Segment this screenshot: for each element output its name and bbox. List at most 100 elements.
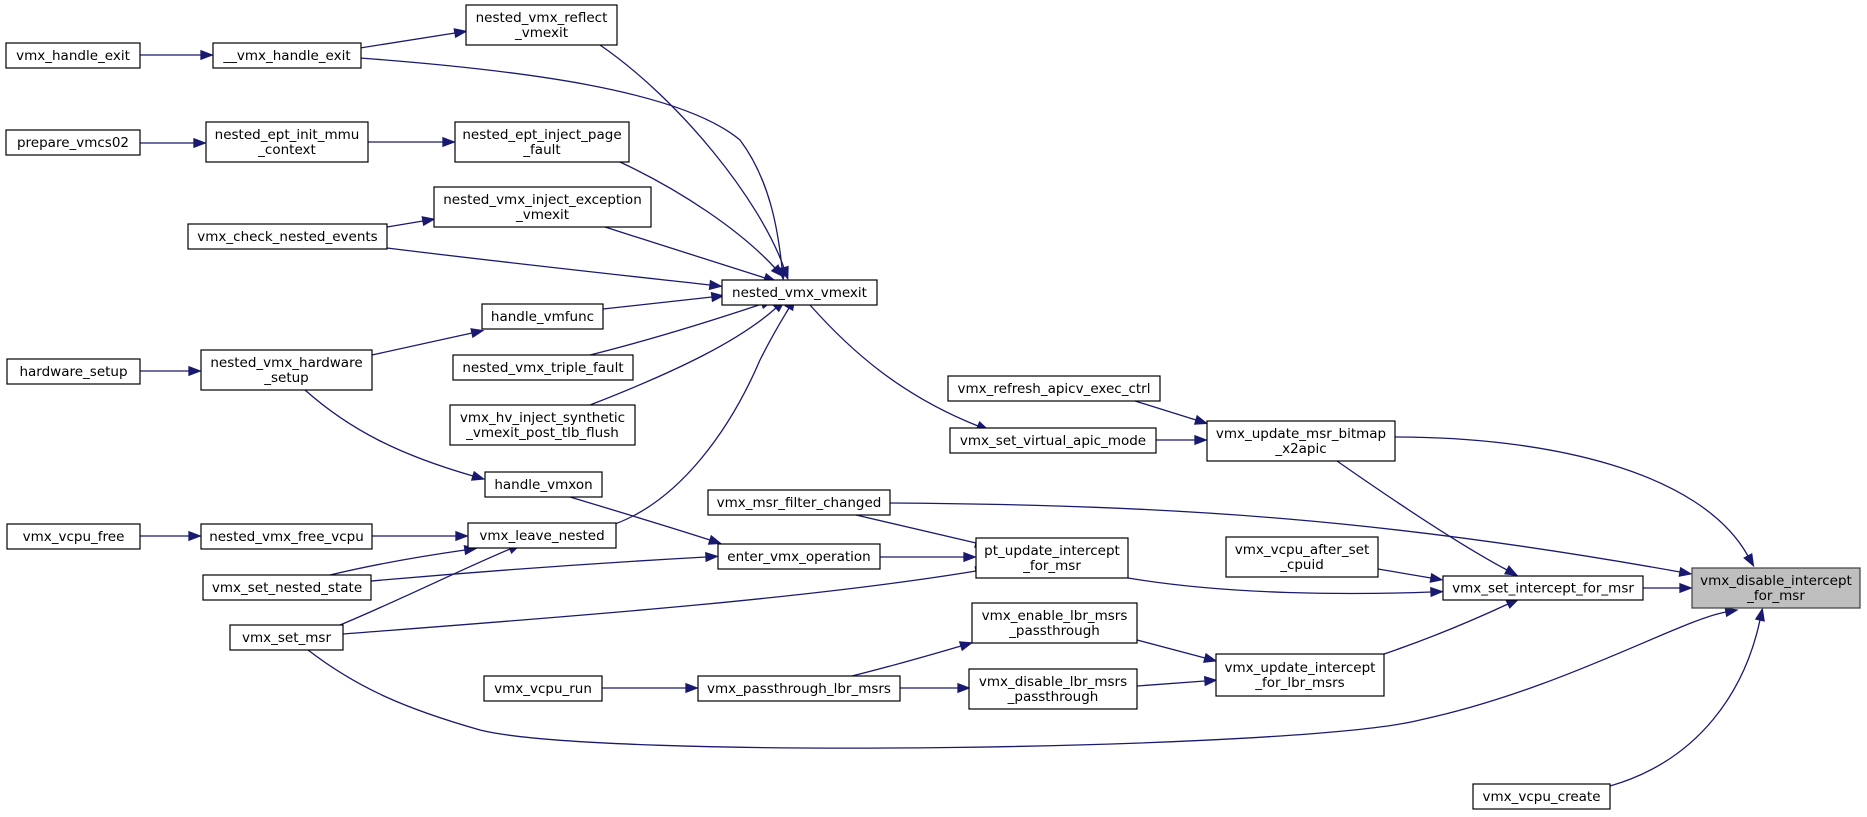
arrowhead [1754,607,1765,622]
edge-line [386,220,424,228]
node-vmx_hv_inject_synthetic_vmexit_post_tlb_flush[interactable]: vmx_hv_inject_synthetic_vmexit_post_tlb_… [449,404,636,446]
node-__vmx_handle_exit[interactable]: __vmx_handle_exit [212,42,362,69]
node-label: _fault [522,142,560,158]
node-handle_vmfunc[interactable]: handle_vmfunc [481,303,604,330]
edge-line [851,645,962,677]
node-vmx_set_msr[interactable]: vmx_set_msr [229,624,344,651]
node-vmx_update_msr_bitmap_x2apic[interactable]: vmx_update_msr_bitmap_x2apic [1206,420,1396,462]
node-box [1215,653,1385,697]
node-label: nested_vmx_reflect [476,10,608,26]
edge-nested_ept_inject_page_fault-to-nested_vmx_vmexit [619,161,784,278]
edge-vmx_hv_inject_synthetic_vmexit_post_tlb_flush-to-nested_vmx_vmexit [589,299,786,406]
node-box [1691,567,1861,609]
arrowhead [188,365,202,377]
node-box [483,675,603,702]
node-label: vmx_vcpu_after_set [1235,542,1370,558]
node-vmx_check_nested_events[interactable]: vmx_check_nested_events [187,223,388,250]
edge-line [1377,568,1432,579]
edge-vmx_update_msr_bitmap_x2apic-to-vmx_disable_intercept_for_msr [1394,436,1755,568]
edge-line [329,549,466,576]
arrowhead [1203,675,1218,687]
arrowhead [1194,434,1208,446]
edge-line [304,389,474,477]
node-vmx_update_intercept_for_lbr_msrs[interactable]: vmx_update_intercept_for_lbr_msrs [1215,653,1385,697]
node-box [467,522,617,549]
node-label: vmx_vcpu_free [23,529,125,545]
node-vmx_handle_exit[interactable]: vmx_handle_exit [5,42,141,69]
edge-enter_vmx_operation-to-pt_update_intercept_for_msr [880,551,977,563]
node-label: vmx_vcpu_create [1482,789,1600,805]
node-box [968,668,1138,710]
edge-vmx_vcpu_after_set_cpuid-to-vmx_set_intercept_for_msr [1377,568,1444,583]
arrowhead [193,137,207,149]
node-nested_ept_inject_page_fault[interactable]: nested_ept_inject_page_fault [454,121,630,163]
node-box [5,129,141,156]
edge-line [371,332,473,356]
node-vmx_vcpu_run[interactable]: vmx_vcpu_run [483,675,603,702]
node-label: _cpuid [1279,557,1324,573]
node-handle_vmxon[interactable]: handle_vmxon [484,471,603,498]
arrowhead [188,530,202,542]
edge-line [602,296,713,310]
edge-vmx_set_intercept_for_msr-to-vmx_disable_intercept_for_msr [1643,582,1693,594]
node-vmx_set_nested_state[interactable]: vmx_set_nested_state [202,574,372,601]
node-vmx_vcpu_after_set_cpuid[interactable]: vmx_vcpu_after_set_cpuid [1225,536,1379,578]
edge-line [1136,680,1206,687]
edge-line [1127,577,1432,595]
node-nested_vmx_reflect_vmexit[interactable]: nested_vmx_reflect_vmexit [465,4,618,46]
node-label: nested_ept_inject_page [462,127,621,143]
node-box [454,121,630,163]
arrowhead [1743,552,1755,568]
node-vmx_refresh_apicv_exec_ctrl[interactable]: vmx_refresh_apicv_exec_ctrl [947,375,1161,402]
node-vmx_disable_lbr_msrs_passthrough[interactable]: vmx_disable_lbr_msrs_passthrough [968,668,1138,710]
arrowhead [963,551,977,563]
node-box [5,42,141,69]
edge-vmx_set_nested_state-to-enter_vmx_operation [359,551,719,583]
node-pt_update_intercept_for_msr[interactable]: pt_update_intercept_for_msr [975,537,1129,579]
arrowhead [442,136,456,148]
node-nested_vmx_hardware_setup[interactable]: nested_vmx_hardware_setup [200,349,373,391]
node-vmx_set_intercept_for_msr[interactable]: vmx_set_intercept_for_msr [1442,575,1644,601]
node-box [721,279,878,306]
node-label: enter_vmx_operation [727,549,870,565]
edge-line [1383,603,1509,655]
edge-line [599,44,785,269]
edge-vmx_set_msr-to-vmx_disable_intercept_for_msr [307,607,1739,749]
node-box [449,404,636,446]
arrowhead [470,470,486,481]
node-nested_vmx_vmexit[interactable]: nested_vmx_vmexit [721,279,878,306]
node-nested_ept_init_mmu_context[interactable]: nested_ept_init_mmu_context [205,121,369,163]
arrowhead [685,682,699,694]
arrowhead [421,216,436,227]
node-vmx_vcpu_free[interactable]: vmx_vcpu_free [6,523,141,550]
node-box [707,489,891,516]
node-box [465,4,618,46]
node-label: vmx_passthrough_lbr_msrs [707,681,891,697]
node-box [200,523,373,550]
edge-line [604,226,766,279]
node-label: _for_msr [1022,558,1081,574]
node-prepare_vmcs02[interactable]: prepare_vmcs02 [5,129,141,156]
node-nested_vmx_free_vcpu[interactable]: nested_vmx_free_vcpu [200,523,373,550]
edge-vmx_msr_filter_changed-to-pt_update_intercept_for_msr [855,514,989,548]
node-enter_vmx_operation[interactable]: enter_vmx_operation [717,543,881,570]
node-vmx_enable_lbr_msrs_passthrough[interactable]: vmx_enable_lbr_msrs_passthrough [971,602,1138,644]
node-vmx_set_virtual_apic_mode[interactable]: vmx_set_virtual_apic_mode [949,427,1157,454]
node-vmx_vcpu_create[interactable]: vmx_vcpu_create [1472,783,1611,810]
node-label: vmx_hv_inject_synthetic [460,410,625,426]
node-nested_vmx_triple_fault[interactable]: nested_vmx_triple_fault [452,354,634,381]
node-hardware_setup[interactable]: hardware_setup [6,358,141,385]
node-box [975,537,1129,579]
node-vmx_leave_nested[interactable]: vmx_leave_nested [467,522,617,549]
node-vmx_msr_filter_changed[interactable]: vmx_msr_filter_changed [707,489,891,516]
node-label: prepare_vmcs02 [17,135,129,151]
node-vmx_disable_intercept_for_msr[interactable]: vmx_disable_intercept_for_msr [1691,567,1861,609]
edge-vmx_passthrough_lbr_msrs-to-vmx_disable_lbr_msrs_passthrough [900,682,971,694]
node-nested_vmx_inject_exception_vmexit[interactable]: nested_vmx_inject_exception_vmexit [433,186,652,228]
node-vmx_passthrough_lbr_msrs[interactable]: vmx_passthrough_lbr_msrs [697,675,901,702]
node-label: vmx_handle_exit [16,48,130,64]
node-box [971,602,1138,644]
node-label: handle_vmxon [494,477,592,493]
edge-line [589,307,777,406]
